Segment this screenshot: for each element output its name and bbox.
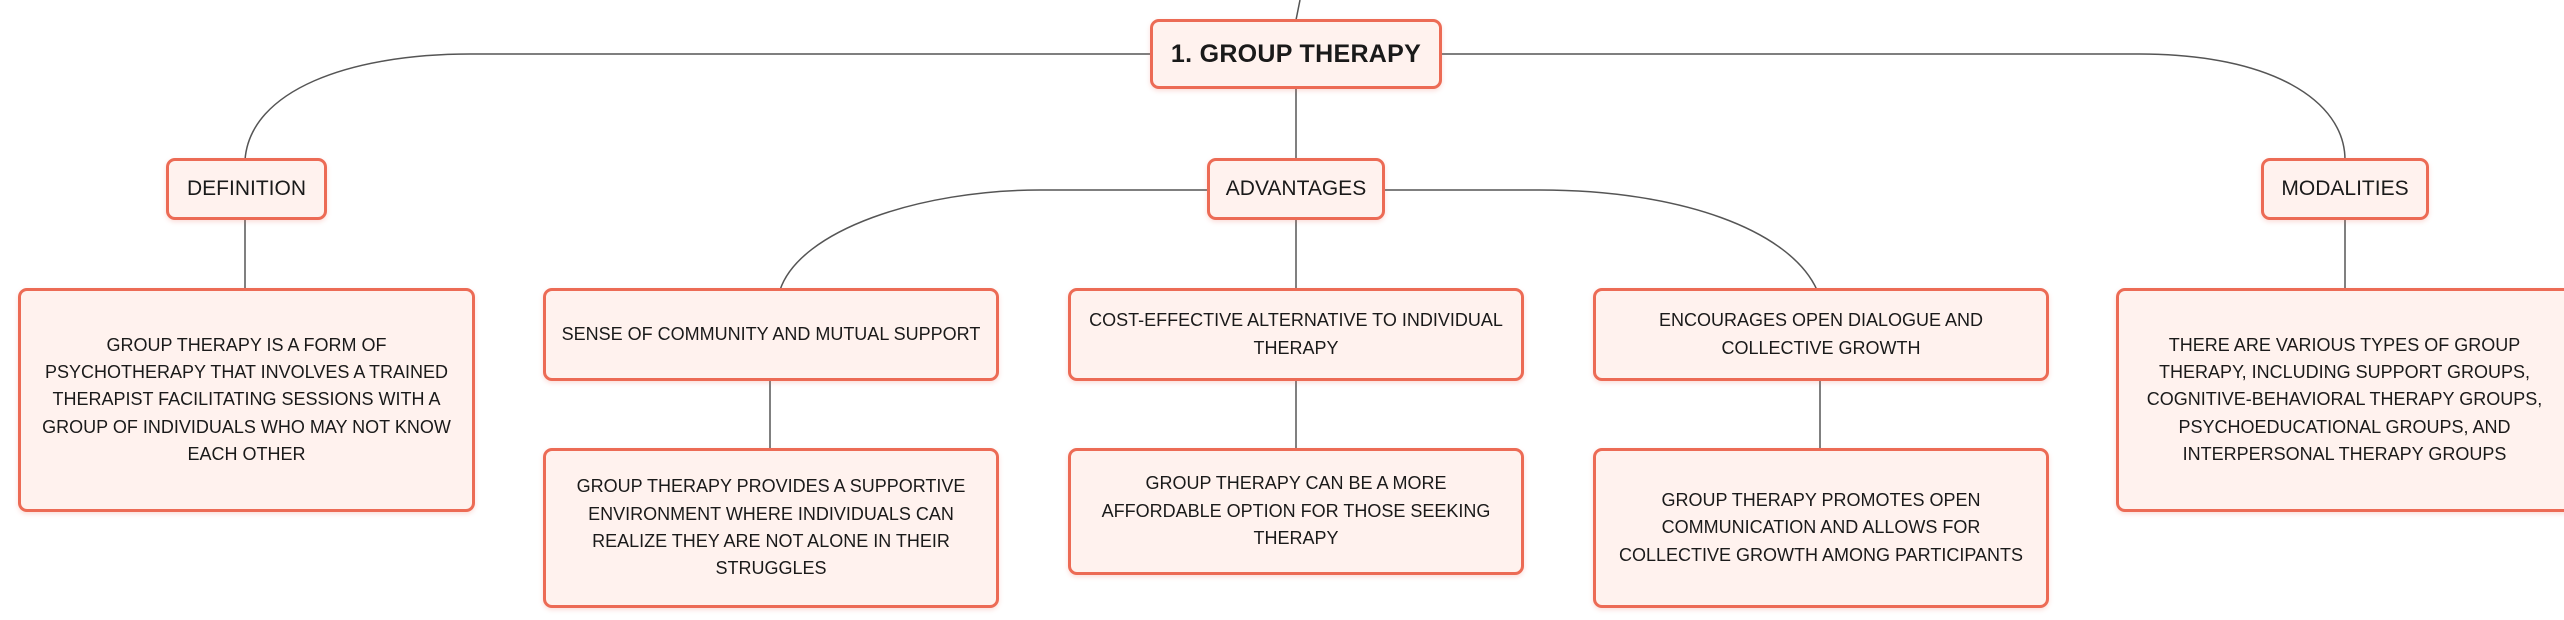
advantage-community-text: SENSE OF COMMUNITY AND MUTUAL SUPPORT bbox=[561, 323, 981, 344]
connector-root-definition bbox=[244, 53, 1150, 161]
topic-definition-label: DEFINITION bbox=[187, 177, 306, 200]
advantage-community-node[interactable]: SENSE OF COMMUNITY AND MUTUAL SUPPORT bbox=[543, 288, 999, 381]
connector-root-incoming bbox=[1295, 0, 1301, 21]
topic-advantages-label: ADVANTAGES bbox=[1225, 177, 1367, 200]
advantage-cost-detail-node[interactable]: GROUP THERAPY CAN BE A MORE AFFORDABLE O… bbox=[1068, 448, 1524, 575]
advantage-dialogue-text: ENCOURAGES OPEN DIALOGUE AND COLLECTIVE … bbox=[1658, 310, 1984, 358]
modalities-description-node[interactable]: THERE ARE VARIOUS TYPES OF GROUP THERAPY… bbox=[2116, 288, 2564, 512]
topic-advantages[interactable]: ADVANTAGES bbox=[1207, 158, 1385, 220]
modalities-description-text: THERE ARE VARIOUS TYPES OF GROUP THERAPY… bbox=[2146, 334, 2543, 465]
advantage-cost-text: COST-EFFECTIVE ALTERNATIVE TO INDIVIDUAL… bbox=[1089, 310, 1503, 358]
root-node[interactable]: 1. GROUP THERAPY bbox=[1150, 19, 1442, 89]
advantage-community-detail-node[interactable]: GROUP THERAPY PROVIDES A SUPPORTIVE ENVI… bbox=[543, 448, 999, 608]
connector-advantages-dialogue bbox=[1382, 189, 1818, 291]
connector-advantages-community bbox=[779, 189, 1210, 291]
topic-definition[interactable]: DEFINITION bbox=[166, 158, 327, 220]
advantage-community-detail-text: GROUP THERAPY PROVIDES A SUPPORTIVE ENVI… bbox=[576, 476, 966, 579]
advantage-cost-node[interactable]: COST-EFFECTIVE ALTERNATIVE TO INDIVIDUAL… bbox=[1068, 288, 1524, 381]
advantage-cost-detail-text: GROUP THERAPY CAN BE A MORE AFFORDABLE O… bbox=[1101, 473, 1491, 549]
definition-description-node[interactable]: GROUP THERAPY IS A FORM OF PSYCHOTHERAPY… bbox=[18, 288, 475, 512]
definition-description-text: GROUP THERAPY IS A FORM OF PSYCHOTHERAPY… bbox=[42, 334, 451, 465]
advantage-dialogue-detail-node[interactable]: GROUP THERAPY PROMOTES OPEN COMMUNICATIO… bbox=[1593, 448, 2049, 608]
advantage-dialogue-detail-text: GROUP THERAPY PROMOTES OPEN COMMUNICATIO… bbox=[1618, 489, 2024, 565]
root-label: 1. GROUP THERAPY bbox=[1170, 39, 1422, 68]
connector-root-modalities bbox=[1442, 53, 2346, 161]
advantage-dialogue-node[interactable]: ENCOURAGES OPEN DIALOGUE AND COLLECTIVE … bbox=[1593, 288, 2049, 381]
topic-modalities-label: MODALITIES bbox=[2281, 177, 2409, 200]
topic-modalities[interactable]: MODALITIES bbox=[2261, 158, 2429, 220]
